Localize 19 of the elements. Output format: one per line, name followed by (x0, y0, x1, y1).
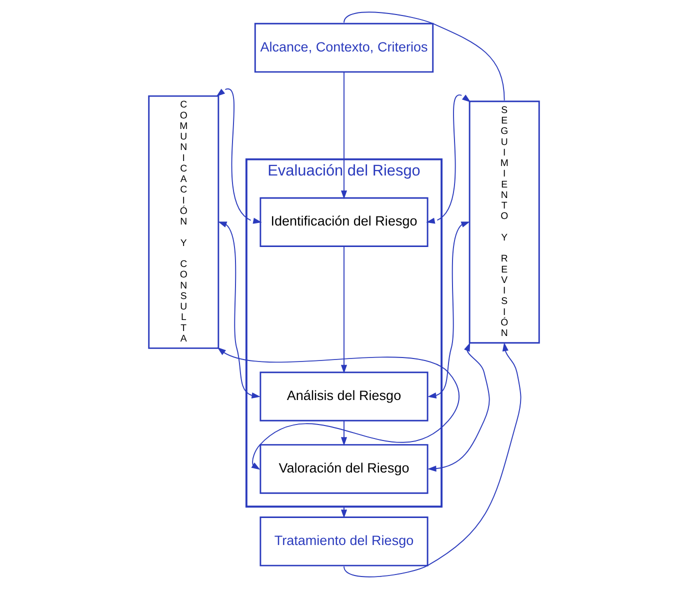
node-box: Análisis del Riesgo (260, 372, 428, 422)
arrow (340, 420, 348, 446)
connector (344, 12, 505, 101)
node-box: Valoración del Riesgo (260, 444, 428, 494)
node-box: Identificación del Riesgo (260, 197, 428, 247)
arrow (344, 342, 522, 578)
node-box: Tratamiento del Riesgo (260, 516, 428, 566)
arrow (216, 88, 262, 224)
arrow (428, 222, 470, 398)
arrow (428, 342, 490, 472)
arrow (217, 347, 460, 470)
arrow (340, 72, 348, 200)
node-box: Alcance, Contexto, Criterios (254, 22, 434, 73)
node-box: SEGUIMIENTO Y REVISIÓN (468, 100, 540, 344)
arrow (218, 222, 260, 398)
arrow (340, 506, 348, 518)
node-box: COMUNICACIÓN Y CONSULTA (148, 95, 220, 349)
arrow (340, 246, 348, 374)
arrow (426, 94, 471, 224)
